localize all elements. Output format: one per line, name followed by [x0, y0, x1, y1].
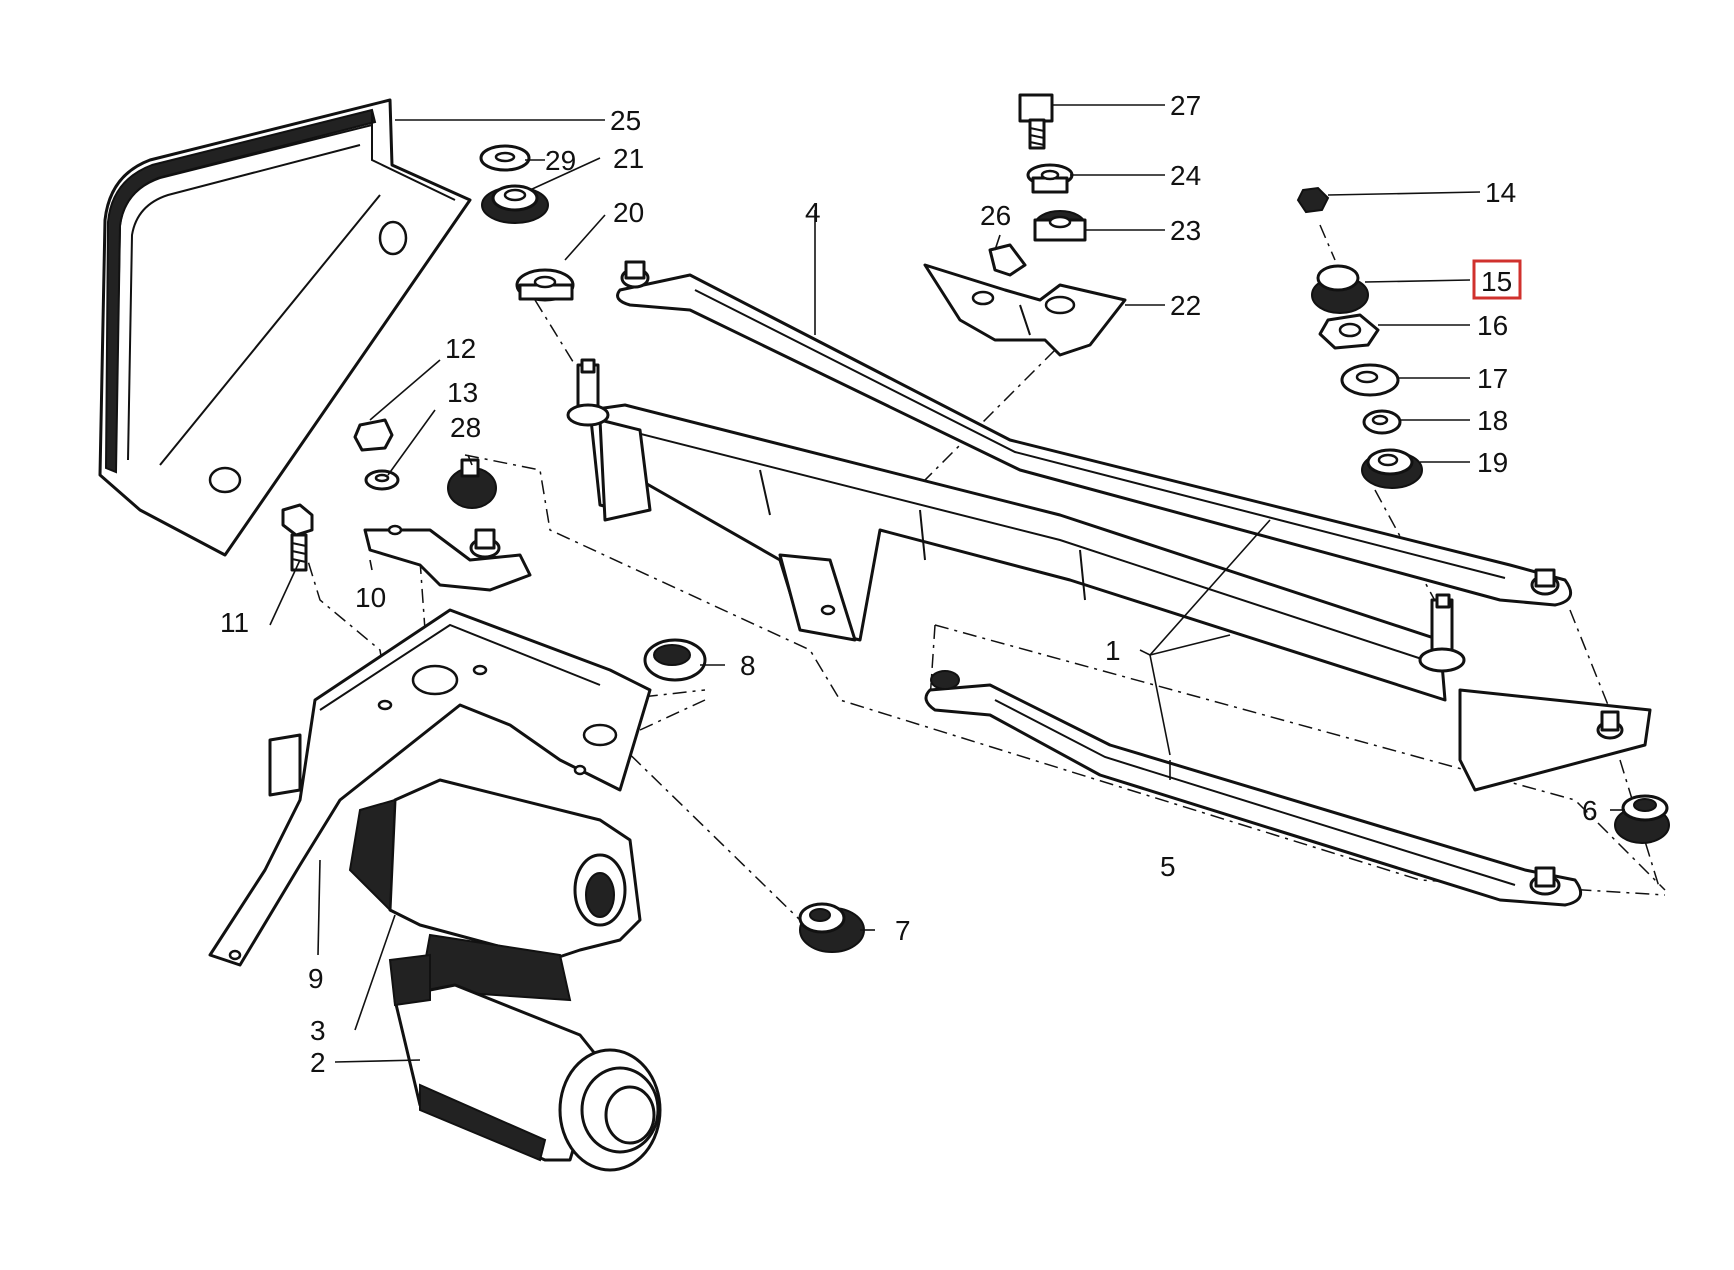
callout-1: 1 — [1105, 635, 1121, 666]
callout-15: 15 — [1481, 266, 1512, 297]
washer-18 — [1362, 409, 1402, 435]
callout-6: 6 — [1582, 795, 1598, 826]
grommet-8 — [643, 638, 707, 682]
grommet-6 — [1614, 794, 1670, 844]
washer-17 — [1340, 363, 1400, 397]
callout-15-highlight-box — [1472, 259, 1522, 300]
callout-10: 10 — [355, 582, 386, 613]
nut-12 — [353, 418, 394, 452]
callout-9: 9 — [308, 963, 324, 994]
callout-labels: 25 29 21 20 4 26 27 24 23 22 14 15 16 17… — [220, 90, 1598, 1078]
cap-15 — [1311, 264, 1369, 314]
ball-stud-28 — [447, 458, 497, 509]
lower-link-rod — [924, 670, 1583, 907]
gearbox-housing-3 — [348, 778, 642, 1002]
callout-19: 19 — [1477, 447, 1508, 478]
main-linkage-frame — [566, 358, 1652, 792]
mounting-bracket — [923, 263, 1127, 357]
callout-23: 23 — [1170, 215, 1201, 246]
callout-8: 8 — [740, 650, 756, 681]
grommet-7 — [798, 902, 865, 953]
water-deflector-plate — [98, 98, 472, 557]
washer-20 — [515, 268, 575, 302]
callout-20: 20 — [613, 197, 644, 228]
callout-25: 25 — [610, 105, 641, 136]
callout-11: 11 — [220, 607, 249, 638]
grommet-21 — [481, 184, 549, 224]
upper-link-rod — [616, 260, 1573, 607]
leader-lines — [269, 104, 1625, 1063]
callout-18: 18 — [1477, 405, 1508, 436]
callout-12: 12 — [445, 333, 476, 364]
grommet-19 — [1361, 448, 1423, 489]
washer-29 — [479, 144, 531, 172]
callout-3: 3 — [310, 1015, 326, 1046]
bolt-27 — [1018, 93, 1054, 150]
callout-7: 7 — [895, 915, 911, 946]
callout-4: 4 — [805, 197, 821, 228]
motor-bracket-9 — [208, 608, 652, 967]
callout-13: 13 — [447, 377, 478, 408]
callout-27: 27 — [1170, 90, 1201, 121]
callout-26: 26 — [980, 200, 1011, 231]
callout-14: 14 — [1485, 177, 1516, 208]
callout-28: 28 — [450, 412, 481, 443]
callout-22: 22 — [1170, 290, 1201, 321]
washer-13 — [364, 469, 400, 491]
nut-14 — [1296, 186, 1330, 214]
nut-16 — [1318, 313, 1380, 350]
callout-5: 5 — [1160, 851, 1176, 882]
bushing-23 — [1033, 210, 1087, 242]
callout-16: 16 — [1477, 310, 1508, 341]
bracket-rubber-26 — [988, 243, 1027, 277]
callout-24: 24 — [1170, 160, 1201, 191]
callout-17: 17 — [1477, 363, 1508, 394]
wiper-motor-2 — [388, 953, 662, 1172]
spacer-24 — [1026, 163, 1074, 194]
bolt-11 — [281, 503, 314, 572]
callout-29: 29 — [545, 145, 576, 176]
callout-2: 2 — [310, 1047, 326, 1078]
callout-21: 21 — [613, 143, 644, 174]
plate-10 — [363, 524, 532, 592]
